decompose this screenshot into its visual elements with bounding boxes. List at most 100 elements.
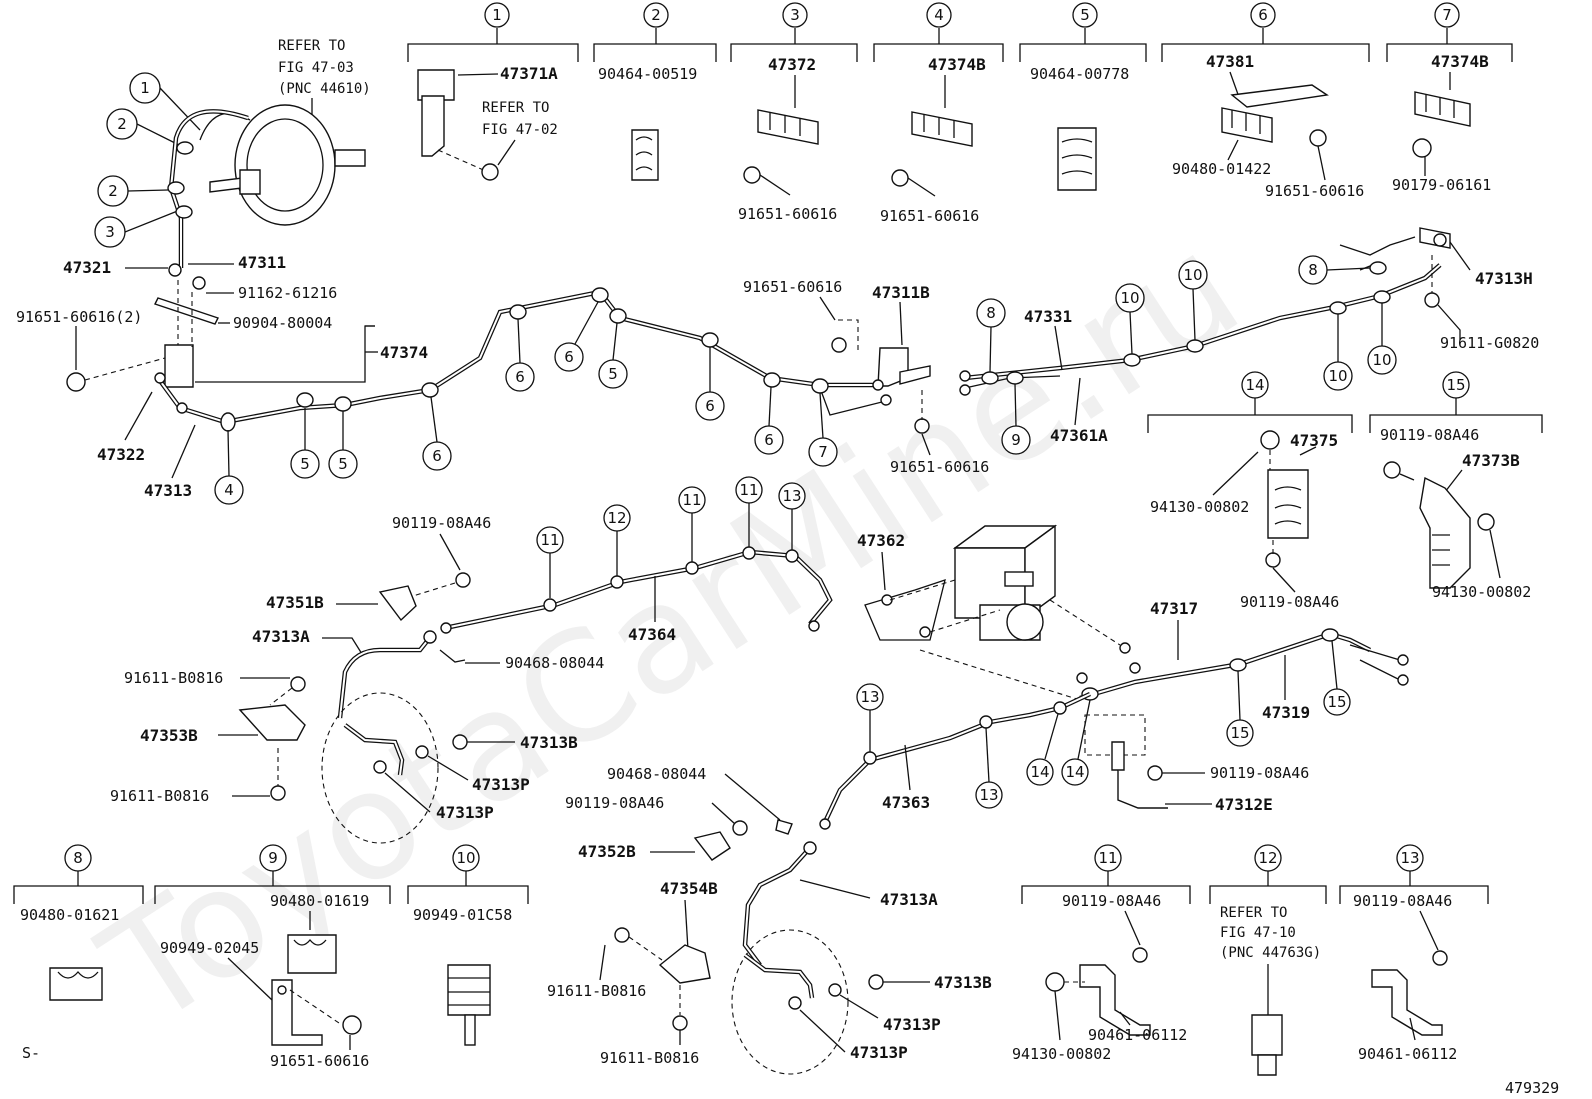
left-hose-group: 47313A 90468-08044 47313B 47313P 47313P … <box>110 627 604 844</box>
callout-7: 7 <box>818 443 828 461</box>
clip-group-8: 8 90480-01621 <box>13 844 144 1001</box>
part-47313P-b: 47313P <box>436 803 494 822</box>
callout-12: 12 <box>607 509 626 527</box>
refer-note-line1: REFER TO <box>482 100 549 116</box>
part-47354B: 47354B <box>660 879 718 898</box>
callout-1: 1 <box>140 79 150 97</box>
clip-group-3: 3 47372 91651-60616 <box>730 2 858 223</box>
part-47364: 47364 <box>628 625 676 644</box>
part-94130-00802-a: 94130-00802 <box>1150 498 1249 516</box>
part-47313B-b: 47313B <box>934 973 992 992</box>
part-90468-08044-b: 90468-08044 <box>607 765 706 783</box>
callout-14b: 14 <box>1065 763 1084 781</box>
part-91651-60616-e: 91651-60616 <box>890 458 989 476</box>
clip-group-14: 14 47375 94130-00802 90119-08A46 <box>1147 371 1353 611</box>
booster-refer-line3: (PNC 44610) <box>278 81 371 97</box>
clip-group-4: 4 47374B 91651-60616 <box>873 2 1004 225</box>
callout-10a: 10 <box>1120 289 1139 307</box>
part-91611-B0816-d: 91611-B0816 <box>600 1049 699 1067</box>
part-90119-08A46-e: 90119-08A46 <box>565 794 664 812</box>
booster-refer-line1: REFER TO <box>278 38 345 54</box>
callout-15a: 15 <box>1230 724 1249 742</box>
refer-note-line2: FIG 47-02 <box>482 122 558 138</box>
part-90464-00519: 90464-00519 <box>598 65 697 83</box>
part-47313: 47313 <box>144 481 192 500</box>
callout-14a: 14 <box>1030 763 1049 781</box>
callout-3: 3 <box>105 223 115 241</box>
corner-mark: S- <box>22 1044 40 1062</box>
part-47361A: 47361A <box>1050 426 1108 445</box>
clip-number-12: 12 <box>1258 849 1277 867</box>
callout-8b: 8 <box>1308 261 1318 279</box>
part-91162-61216: 91162-61216 <box>238 284 337 302</box>
part-91651-60616-b: 91651-60616 <box>880 207 979 225</box>
part-91651-60616-a: 91651-60616 <box>738 205 837 223</box>
part-47351B: 47351B <box>266 593 324 612</box>
callout-9: 9 <box>1011 431 1021 449</box>
callout-6c: 6 <box>564 348 574 366</box>
part-47381: 47381 <box>1206 52 1254 71</box>
callout-10c: 10 <box>1328 367 1347 385</box>
part-47362: 47362 <box>857 531 905 550</box>
clip-number-4: 4 <box>934 6 944 24</box>
part-90480-01621: 90480-01621 <box>20 906 119 924</box>
part-47375: 47375 <box>1290 431 1338 450</box>
part-47321: 47321 <box>63 258 111 277</box>
part-47331: 47331 <box>1024 307 1072 326</box>
callout-6d: 6 <box>705 397 715 415</box>
callout-13a: 13 <box>782 487 801 505</box>
upper-tube-run: 47322 47313 4 5 5 6 6 6 5 6 6 7 <box>97 287 891 505</box>
part-90119-08A46-f: 90119-08A46 <box>1062 892 1161 910</box>
callout-11a: 11 <box>540 531 559 549</box>
part-47374B-a: 47374B <box>928 55 986 74</box>
clip-number-1: 1 <box>492 6 502 24</box>
part-47363: 47363 <box>882 793 930 812</box>
part-90461-06112-b: 90461-06112 <box>1358 1045 1457 1063</box>
clip-number-8: 8 <box>73 849 83 867</box>
part-91611-B0816-a: 91611-B0816 <box>124 669 223 687</box>
part-47313A-b: 47313A <box>880 890 938 909</box>
callout-11b: 11 <box>682 491 701 509</box>
part-91651-60616-f: 91651-60616 <box>270 1052 369 1070</box>
item12-refer-line2: FIG 47-10 <box>1220 925 1296 941</box>
callout-6b: 6 <box>515 368 525 386</box>
part-90119-08A46-a: 90119-08A46 <box>1240 593 1339 611</box>
callout-13b: 13 <box>860 688 879 706</box>
part-47313H: 47313H <box>1475 269 1533 288</box>
callout-4: 4 <box>224 481 234 499</box>
callout-5a: 5 <box>300 455 310 473</box>
part-47313P-c: 47313P <box>883 1015 941 1034</box>
part-90904-80004: 90904-80004 <box>233 314 332 332</box>
clip-number-9: 9 <box>268 849 278 867</box>
part-47313P-a: 47313P <box>472 775 530 794</box>
callout-6a: 6 <box>432 447 442 465</box>
callout-2b: 2 <box>108 182 118 200</box>
callout-5c: 5 <box>608 365 618 383</box>
clip-group-11: 11 90119-08A46 94130-00802 90461-06112 <box>1012 844 1191 1063</box>
part-47353B: 47353B <box>140 726 198 745</box>
part-90949-02045: 90949-02045 <box>160 939 259 957</box>
part-47313P-d: 47313P <box>850 1043 908 1062</box>
brake-booster <box>234 104 336 226</box>
callout-8: 8 <box>986 304 996 322</box>
clip-group-12: 12 REFER TO FIG 47-10 (PNC 44763G) <box>1209 844 1327 1076</box>
hose-detail-ellipse <box>321 692 439 844</box>
part-90480-01619: 90480-01619 <box>270 892 369 910</box>
part-47319: 47319 <box>1262 703 1310 722</box>
callout-15b: 15 <box>1327 693 1346 711</box>
part-47311B: 47311B <box>872 283 930 302</box>
clip-number-15: 15 <box>1446 376 1465 394</box>
clip-number-13: 13 <box>1400 849 1419 867</box>
part-90179-06161: 90179-06161 <box>1392 176 1491 194</box>
part-90480-01422: 90480-01422 <box>1172 160 1271 178</box>
part-47313B-a: 47313B <box>520 733 578 752</box>
part-47374: 47374 <box>380 343 428 362</box>
item12-refer-line1: REFER TO <box>1220 905 1287 921</box>
clip-number-5: 5 <box>1080 6 1090 24</box>
part-90461-06112-a: 90461-06112 <box>1088 1026 1187 1044</box>
part-90119-08A46-b: 90119-08A46 <box>1380 426 1479 444</box>
clip-group-5: 5 90464-00778 <box>1019 2 1147 191</box>
right-upper-tube-run: 8 47331 9 47361A 10 10 10 10 8 47313H 91… <box>959 227 1539 455</box>
part-90949-01C58: 90949-01C58 <box>413 906 512 924</box>
part-94130-00802-c: 94130-00802 <box>1012 1045 1111 1063</box>
